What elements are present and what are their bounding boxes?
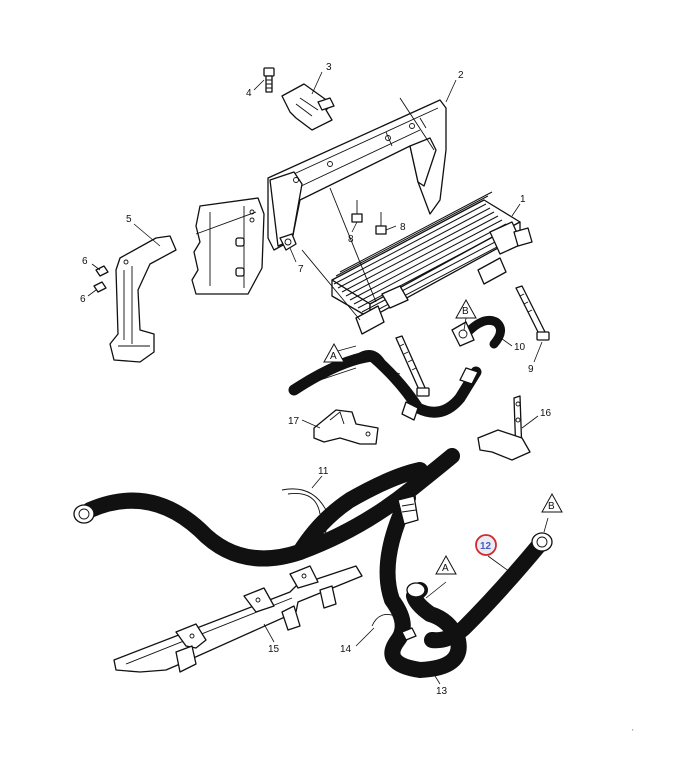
callout-10: 10 xyxy=(514,342,526,353)
connector-a-upper-label: A xyxy=(330,351,337,362)
connector-a-lower: A xyxy=(435,554,457,575)
callout-4: 4 xyxy=(246,88,252,99)
callout-7: 7 xyxy=(298,264,304,275)
callout-9-right: 9 xyxy=(528,364,534,375)
connector-a-upper: A xyxy=(323,342,345,363)
callout-3: 3 xyxy=(326,62,332,73)
part-10-hose xyxy=(451,315,505,349)
callout-13: 13 xyxy=(436,686,448,697)
highlight-ring[interactable] xyxy=(475,534,497,556)
callout-2: 2 xyxy=(458,70,464,81)
callout-6-upper: 6 xyxy=(82,256,88,267)
callout-1: 1 xyxy=(520,194,526,205)
part-16-bracket xyxy=(477,395,531,461)
part-8-bolts xyxy=(351,200,387,235)
part-14-clamp xyxy=(371,613,417,641)
callout-5: 5 xyxy=(126,214,132,225)
part-3-bracket xyxy=(281,83,335,131)
connector-b-lower: B xyxy=(541,492,563,513)
callout-15: 15 xyxy=(268,644,280,655)
part-15-rail xyxy=(113,565,363,673)
corner-mark: , xyxy=(632,726,634,732)
connector-b-upper-label: B xyxy=(462,306,469,317)
connector-b-upper: B xyxy=(455,298,477,319)
part-17-bracket xyxy=(313,409,379,445)
part-7-clip xyxy=(279,233,297,251)
callout-16: 16 xyxy=(540,408,552,419)
part-11-hose xyxy=(73,448,460,567)
callout-11: 11 xyxy=(318,466,329,477)
callout-17: 17 xyxy=(288,416,300,427)
callout-6-lower: 6 xyxy=(80,294,86,305)
connector-b-lower-label: B xyxy=(548,501,555,512)
part-9-bolts xyxy=(395,285,550,397)
part-5-bracket xyxy=(191,197,265,295)
part-1-oil-cooler xyxy=(331,191,533,335)
callout-12[interactable]: 12 xyxy=(480,541,492,552)
part-2-frame xyxy=(267,99,447,251)
leader-lines xyxy=(87,71,549,685)
callout-9-left: 9 xyxy=(390,368,396,379)
part-12-hose xyxy=(424,532,553,649)
upper-return-line xyxy=(288,350,482,421)
callout-8-right: 8 xyxy=(400,222,406,233)
part-6-nuts xyxy=(93,265,109,293)
connector-a-lower-label: A xyxy=(442,563,449,574)
callout-12-highlighted[interactable]: 12 xyxy=(475,534,497,556)
part-5-lower-bracket xyxy=(109,235,177,363)
part-4-bolt xyxy=(263,67,275,93)
callout-14: 14 xyxy=(340,644,352,655)
callout-8-left: 8 xyxy=(348,234,354,245)
